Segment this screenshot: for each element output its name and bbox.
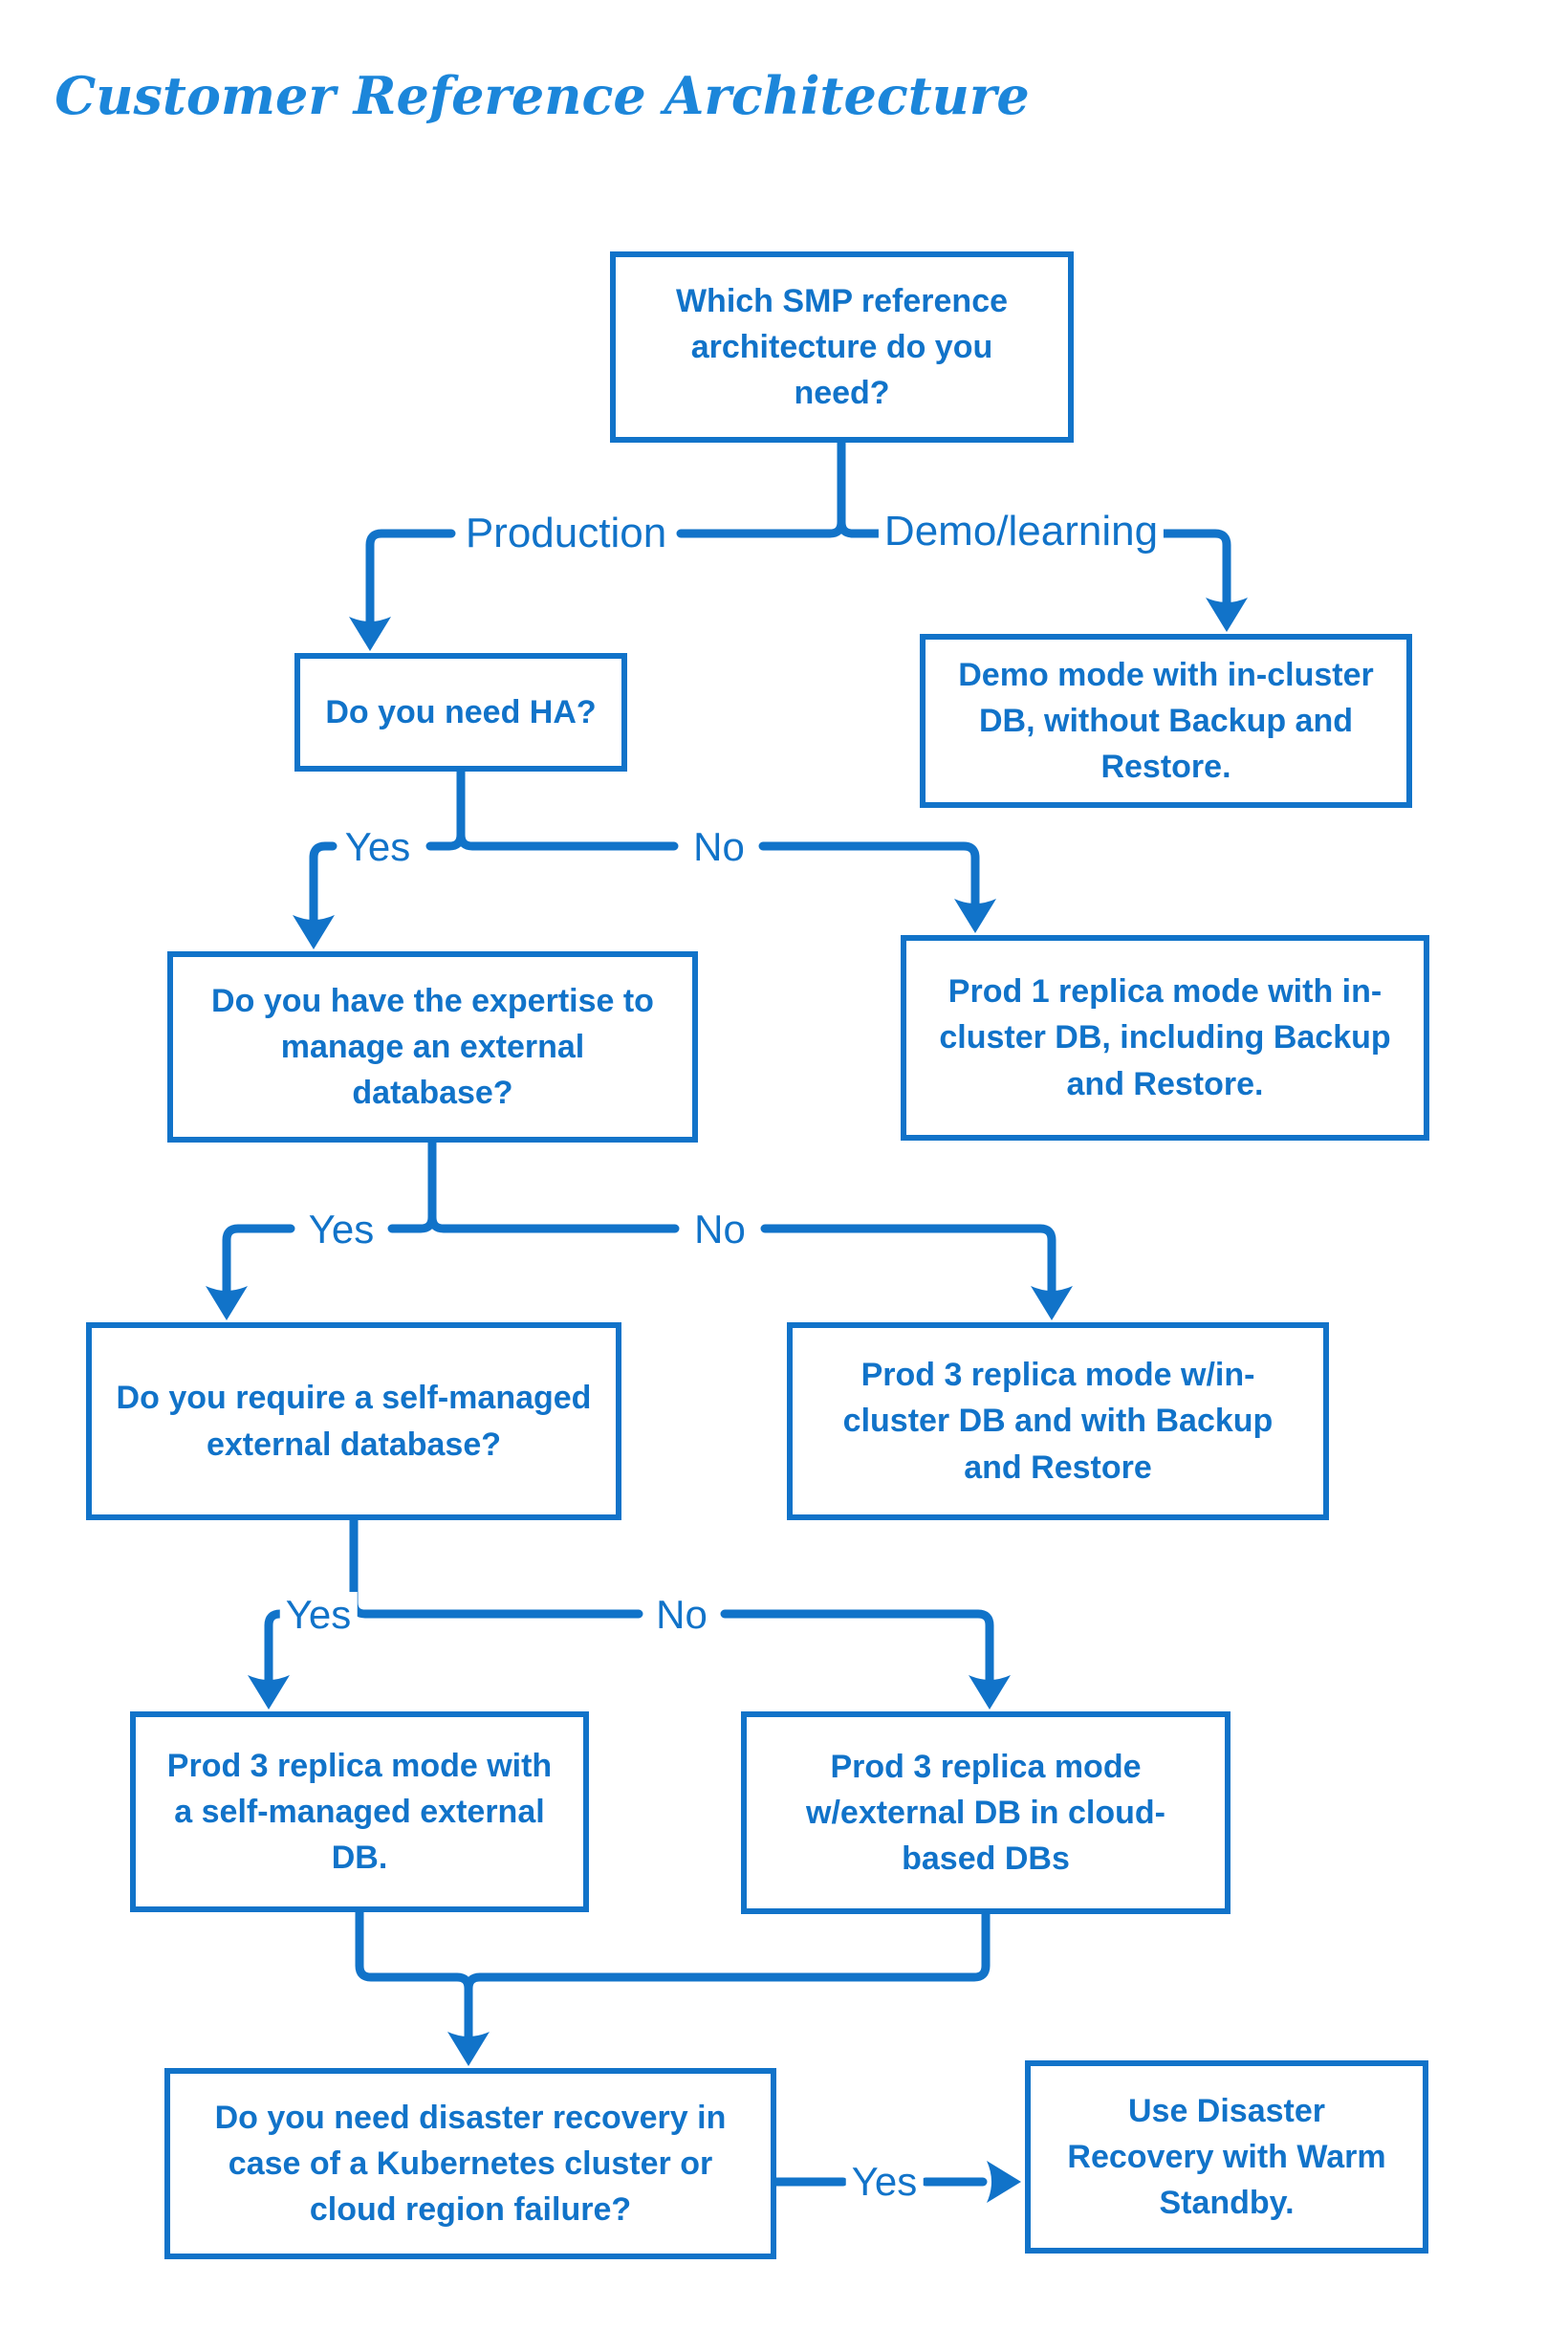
node-question-expertise-external-db: Do you have the expertise to manage an e…	[167, 951, 698, 1143]
edge-label-ha-no: No	[687, 824, 751, 870]
edge-q2-no-to-prod3in	[760, 1224, 1056, 1298]
edge-label-dr-yes: Yes	[845, 2159, 924, 2205]
edge-production-to-ha	[365, 529, 456, 629]
edge-label-self-managed-no: No	[650, 1592, 713, 1638]
edge-demo-to-demobox	[1156, 529, 1231, 610]
edge-label-demo-learning: Demo/learning	[878, 508, 1165, 555]
node-question-which-architecture: Which SMP reference architecture do you …	[610, 251, 1074, 443]
page-title: Customer Reference Architecture	[54, 65, 1030, 126]
edge-q3-yes-to-prod3self	[264, 1609, 285, 1688]
arrowhead-merge	[447, 2032, 490, 2066]
arrowhead-q2-no	[1031, 1286, 1073, 1320]
edge-q1-stem-left	[676, 438, 846, 538]
edge-q2-stem-right	[427, 1212, 680, 1233]
edge-ha-stem-left	[425, 767, 466, 851]
edge-q1-stem-right	[837, 517, 888, 538]
edge-merge-left	[355, 1907, 473, 1993]
arrowhead-demo	[1206, 598, 1248, 632]
node-result-prod3-incluster: Prod 3 replica mode w/in-cluster DB and …	[787, 1322, 1329, 1520]
edge-ha-stem-right	[456, 830, 679, 851]
edge-ha-yes-to-q2	[309, 841, 338, 927]
edge-q3-no-to-prod3cloud	[720, 1609, 994, 1688]
edge-label-production: Production	[459, 510, 673, 557]
arrowhead-dr-yes	[987, 2161, 1021, 2203]
node-result-prod3-cloud: Prod 3 replica mode w/external DB in clo…	[741, 1711, 1230, 1914]
node-question-need-ha: Do you need HA?	[294, 653, 627, 772]
edge-q2-yes-to-q3	[222, 1224, 295, 1298]
node-result-prod3-selfmanaged: Prod 3 replica mode with a self-managed …	[130, 1711, 589, 1912]
node-result-warm-standby: Use Disaster Recovery with Warm Standby.	[1025, 2060, 1428, 2254]
node-question-disaster-recovery: Do you need disaster recovery in case of…	[164, 2068, 776, 2259]
node-question-self-managed-db: Do you require a self-managed external d…	[86, 1322, 621, 1520]
arrowhead-q3-no	[969, 1675, 1011, 1709]
edge-q2-stem-left	[387, 1138, 437, 1233]
arrowhead-production	[349, 617, 391, 651]
edge-q3-stem-right	[349, 1598, 643, 1619]
edge-merge-right	[464, 1909, 991, 1993]
arrowhead-q2-yes	[206, 1286, 248, 1320]
node-result-demo-mode: Demo mode with in-cluster DB, without Ba…	[920, 634, 1412, 808]
arrowhead-ha-no	[954, 899, 996, 933]
edge-label-self-managed-yes: Yes	[279, 1592, 358, 1638]
edge-ha-no-to-prod1	[758, 841, 980, 911]
arrowhead-ha-yes	[293, 915, 335, 949]
edge-label-ha-yes: Yes	[338, 824, 417, 870]
edge-label-expertise-yes: Yes	[302, 1207, 381, 1252]
arrowhead-q3-yes	[248, 1675, 290, 1709]
node-result-prod1-replica: Prod 1 replica mode with in-cluster DB, …	[901, 935, 1429, 1141]
edge-label-expertise-no: No	[688, 1207, 751, 1252]
